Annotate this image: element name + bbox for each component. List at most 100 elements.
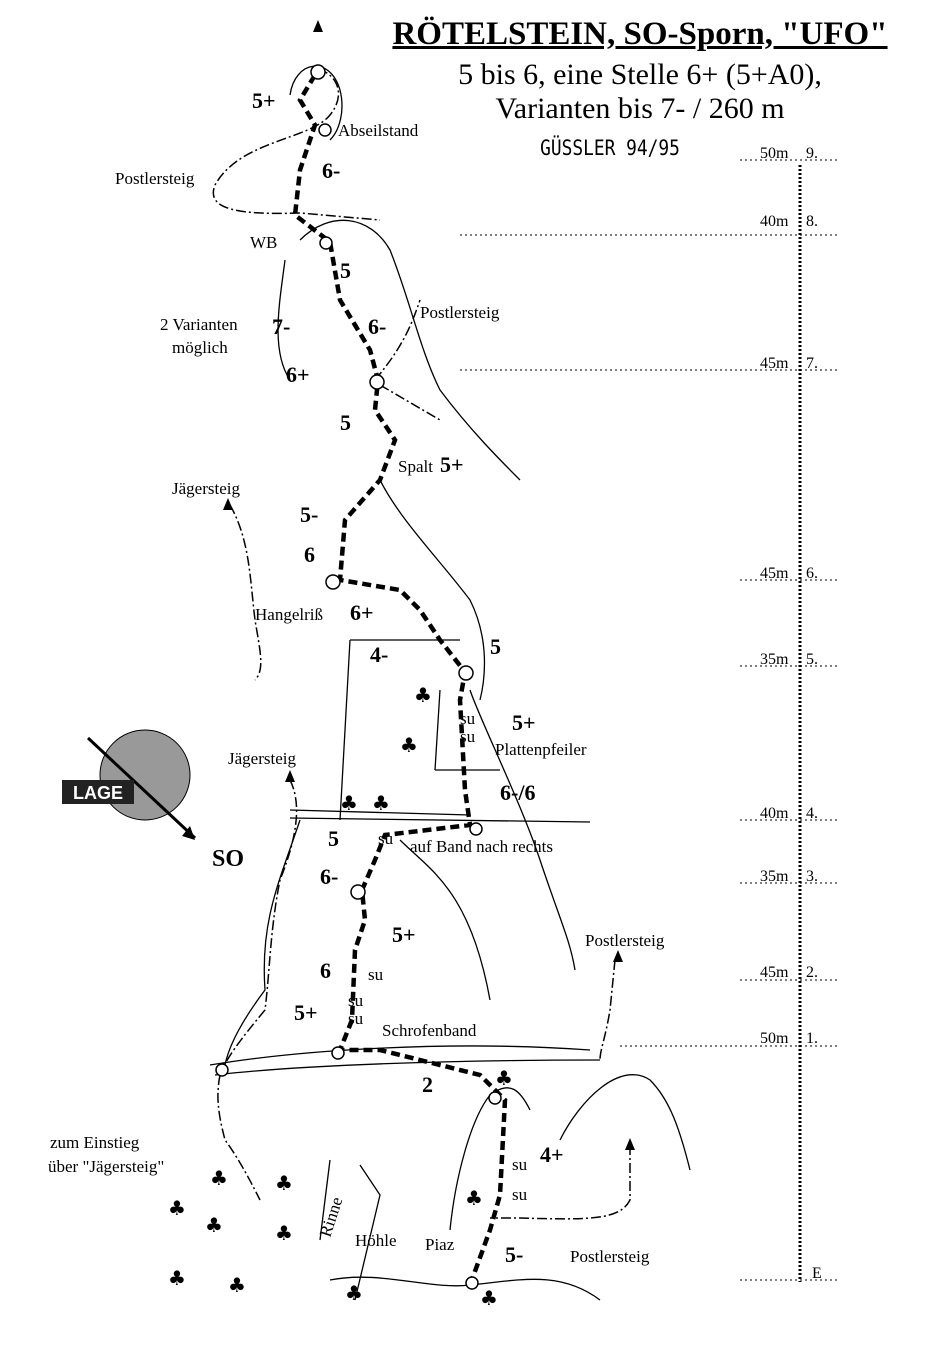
svg-text:♣: ♣ [345,1281,363,1305]
abseilstand-label: Abseilstand [338,121,419,140]
belay-icon [325,574,341,590]
belay-icon [215,1063,229,1077]
grade-label: 5+ [252,88,276,113]
svg-text:♣: ♣ [372,791,390,815]
grade-label: 6+ [286,362,310,387]
jaegersteig-label: Jägersteig [228,749,296,768]
topo-variants: Varianten bis 7- / 260 m [495,92,785,125]
su-label: su [460,709,476,728]
pitch-length: 50m [760,145,789,162]
grade-label: 2 [422,1072,433,1097]
grade-label: 5+ [512,710,536,735]
grade-label: 7- [272,314,290,339]
pitch-number: 7. [806,355,818,372]
auf-band-label: auf Band nach rechts [410,837,553,856]
svg-text:♣: ♣ [228,1273,246,1297]
grade-label: 6- [320,864,338,889]
svg-text:♣: ♣ [275,1221,293,1245]
belay-icon [488,1091,502,1105]
grade-label: 6- [368,314,386,339]
pitch-number: 2. [806,964,818,981]
climbing-route [292,68,508,1286]
arrow-icon [182,826,195,840]
belay-icon [318,123,332,137]
su-label: su [460,727,476,746]
pitch-number: 3. [806,868,818,885]
grade-label: 5+ [392,922,416,947]
topo-author: GÜSSLER 94/95 [540,136,680,160]
pitch-number: 9. [806,145,818,162]
wb-label: WB [250,233,277,252]
pitch-length: 35m [760,651,789,668]
belay-icon [310,64,326,80]
pitch-number: E [812,1265,822,1282]
moeglich-label: möglich [172,338,228,357]
orientation-compass: LAGE SO [62,729,244,872]
svg-text:♣: ♣ [275,1171,293,1195]
svg-text:♣: ♣ [495,1066,513,1090]
pitch-number: 1. [806,1030,818,1047]
ueber-jaegersteig-label: über "Jägersteig" [48,1157,164,1176]
svg-text:♣: ♣ [210,1166,228,1190]
svg-text:♣: ♣ [480,1286,498,1310]
spalt-label: Spalt [398,457,433,476]
belay-icon [331,1046,345,1060]
globe-icon [99,729,191,821]
pitch-length: 50m [760,1030,789,1047]
grade-label: 6- [322,158,340,183]
belay-icon [469,822,483,836]
svg-text:♣: ♣ [340,791,358,815]
arrow-up-icon [625,1138,635,1150]
belay-icon [350,884,366,900]
pitch-length: 40m [760,805,789,822]
topo-difficulty: 5 bis 6, eine Stelle 6+ (5+A0), [458,58,822,91]
svg-text:♣: ♣ [168,1266,186,1290]
arrow-up-icon [223,498,233,510]
pitch-length: 40m [760,213,789,230]
su-label: su [348,1009,364,1028]
grade-label: 6-/6 [500,780,535,805]
pitch-length: 45m [760,565,789,582]
direction-arrow-shaft [86,736,197,840]
grade-label: 4- [370,642,388,667]
pitch-number: 4. [806,805,818,822]
hangelriss-label: Hangelriß [255,605,323,624]
belay-icon [369,374,385,390]
su-label: su [378,829,394,848]
grade-label: 5 [490,634,501,659]
grade-label: 6 [304,542,315,567]
svg-text:♣: ♣ [400,733,418,757]
topo-title: RÖTELSTEIN, SO-Sporn, "UFO" [392,16,888,52]
pitch-length: 35m [760,868,789,885]
arrow-up-icon [285,770,295,782]
belay-icon [465,1276,479,1290]
jaegersteig-label: Jägersteig [172,479,240,498]
grade-label: 5+ [294,1000,318,1025]
pitch-length: 45m [760,355,789,372]
su-label: su [368,965,384,984]
postlersteig-label: Postlersteig [420,303,500,322]
svg-text:♣: ♣ [168,1196,186,1220]
postlersteig-label: Postlersteig [585,931,665,950]
pitch-number: 5. [806,651,818,668]
svg-text:♣: ♣ [205,1213,223,1237]
lage-badge [62,780,134,804]
arrow-icons [223,20,635,1150]
pitch-number: 6. [806,565,818,582]
plattenpfeiler-label: Plattenpfeiler [495,740,587,759]
schrofenband-label: Schrofenband [382,1021,477,1040]
belay-icon [458,665,474,681]
direction-label: SO [212,846,244,872]
varianten-label: 2 Varianten [160,315,238,334]
postlersteig-label: Postlersteig [115,169,195,188]
grade-label: 5 [328,826,339,851]
rinne-label: Rinne [316,1195,347,1239]
grade-label: 5+ [440,452,464,477]
arrow-up-icon [313,20,323,32]
su-label: su [348,991,364,1010]
approach-paths [212,69,631,1220]
grade-label: 5 [340,410,351,435]
